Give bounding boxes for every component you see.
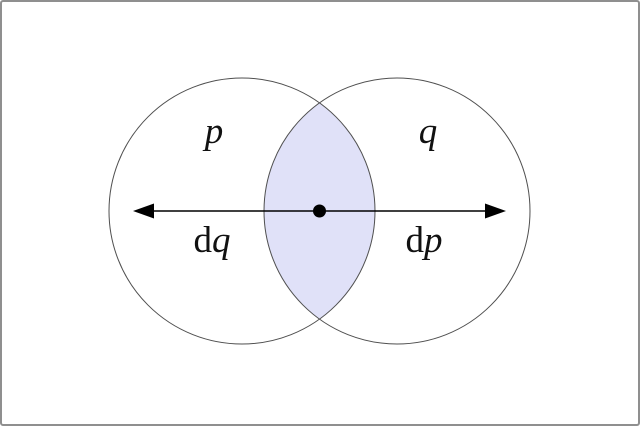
label-dq: dq: [194, 220, 231, 261]
label-dp-variable: p: [421, 220, 443, 261]
left-arrowhead-icon: [133, 203, 154, 219]
label-dp-prefix: d: [406, 220, 425, 261]
right-arrowhead-icon: [485, 203, 506, 219]
label-p: p: [202, 111, 224, 152]
center-point: [313, 204, 326, 218]
label-dp: dp: [406, 220, 443, 261]
label-dq-prefix: d: [194, 220, 213, 261]
label-dq-variable: q: [212, 220, 231, 261]
label-q: q: [419, 111, 438, 152]
